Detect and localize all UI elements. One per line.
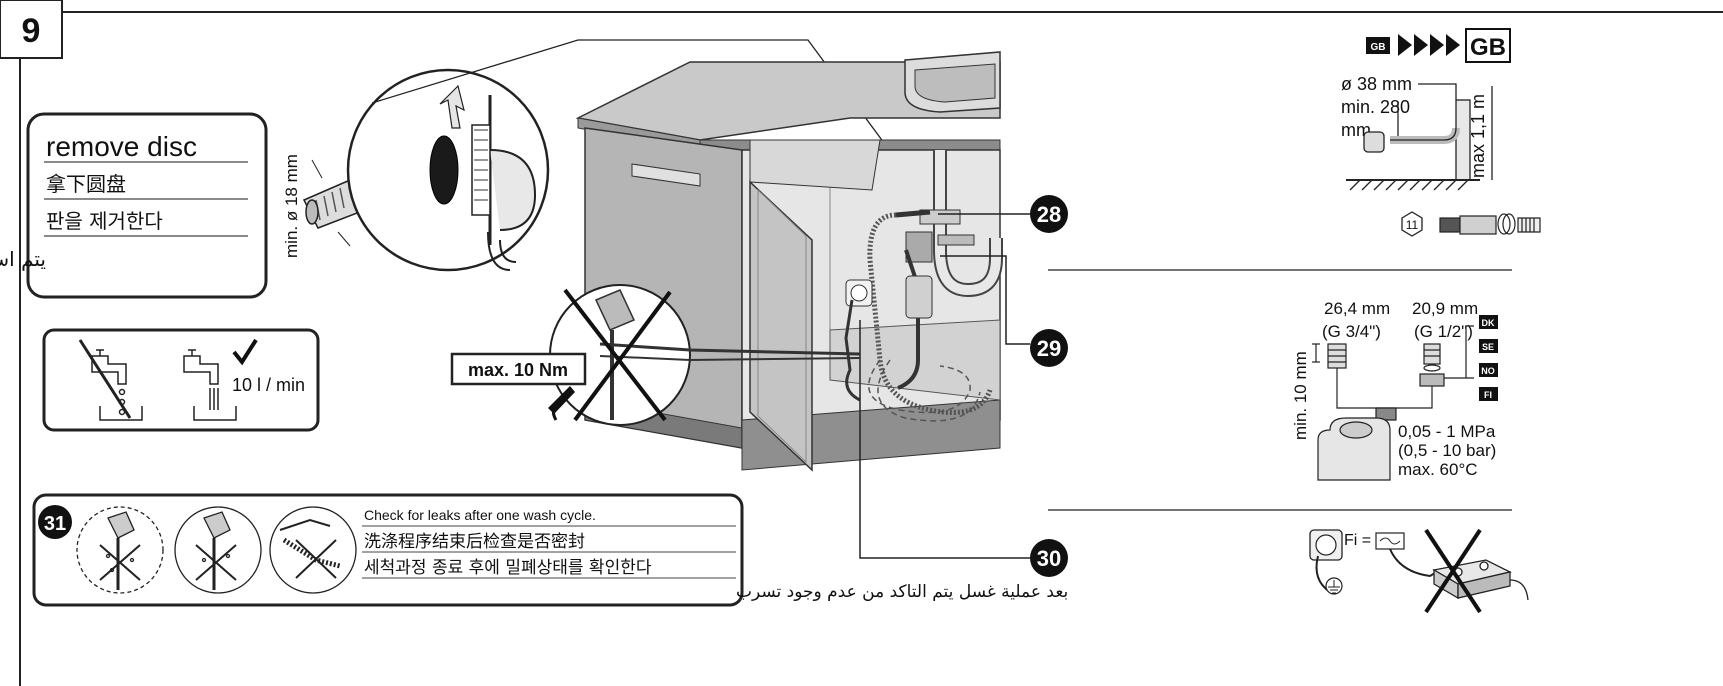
remove-disc-box [26, 112, 268, 299]
remove-disc-zh: 拿下圆盘 [46, 172, 126, 196]
part-number-hexagon [1401, 211, 1423, 237]
size-b: 20,9 mm [1412, 299, 1478, 318]
electrical-section: Fi = [1309, 528, 1529, 614]
flow-rate-label: 10 l / min [232, 375, 305, 395]
leak-check-ko: 세척과정 종료 후에 밀폐상태를 확인한다 [364, 558, 652, 578]
country-dk [1479, 315, 1498, 329]
step-number-box [0, 0, 63, 59]
magnified-detail [346, 68, 550, 272]
hose-diameter-label: min. ø 18 mm [282, 154, 301, 258]
remove-disc-ar: يتم استبعاد القرص [0, 247, 46, 271]
running-faucet-icon [183, 349, 237, 421]
hose-clamp-icon [1439, 213, 1541, 235]
drain-diameter: ø 38 mm [1341, 74, 1412, 94]
size-a: 26,4 mm [1324, 299, 1390, 318]
remove-disc-en: remove disc [46, 131, 197, 162]
svg-text:28: 28 [1037, 202, 1061, 227]
remove-disc-ko: 판을 제거한다 [46, 209, 163, 233]
country-no [1479, 363, 1498, 377]
dripping-faucet-icon [78, 339, 143, 421]
leak-check-icon-1 [76, 506, 164, 594]
checkmark-icon [232, 338, 258, 366]
thread-fittings [1312, 325, 1474, 481]
svg-text:29: 29 [1037, 336, 1061, 361]
svg-text:31: 31 [44, 513, 66, 535]
country-se [1479, 339, 1498, 353]
drain-max-height: max 1,1 m [1468, 94, 1488, 178]
remove-disc-panel: remove disc 拿下圆盘 판을 제거한다 يتم استبعاد الق… [0, 112, 268, 299]
country-fi [1479, 387, 1498, 401]
callout-29: 29 [1030, 329, 1068, 367]
leak-check-icon-3 [269, 506, 357, 594]
leak-check-en: Check for leaks after one wash cycle. [364, 507, 596, 523]
faucet-flow-panel: 10 l / min [42, 328, 320, 432]
leak-check-icon-2 [174, 506, 262, 594]
svg-text:FI: FI [1484, 390, 1492, 400]
part-number: 11 [1406, 218, 1419, 232]
drain-min-height: min. 280 [1341, 97, 1410, 117]
drain-pipe-diagram [1346, 83, 1493, 191]
gb-badge-small [1366, 37, 1390, 54]
min-length: min. 10 mm [1291, 351, 1310, 440]
svg-text:GB: GB [1470, 34, 1506, 61]
pressure-bar: (0,5 - 10 bar) [1398, 441, 1496, 460]
callout-30: 30 [1030, 539, 1068, 577]
torque-box [450, 352, 587, 386]
gb-badge-large [1465, 28, 1511, 63]
extension-lead-icon [1432, 559, 1529, 601]
svg-text:DK: DK [1482, 318, 1495, 328]
callout-28: 28 [1030, 195, 1068, 233]
country-badges: DK SE NO FI [1479, 315, 1498, 401]
callout-31 [38, 505, 72, 539]
torque-warning: max. 10 Nm [450, 284, 861, 426]
leak-check-ar: بعد عملية غسل يتم التاكد من عدم وجود تسر… [736, 582, 1068, 602]
torque-label: max. 10 Nm [468, 360, 568, 380]
step-number: 9 [22, 12, 41, 50]
svg-text:NO: NO [1481, 366, 1495, 376]
leak-check-zh: 洗涤程序结束后检查是否密封 [364, 532, 585, 552]
connection-section: 26,4 mm (G 3/4") 20,9 mm (G 1/2") min. 1… [1291, 299, 1498, 481]
svg-text:GB: GB [1371, 42, 1386, 53]
gb-drain-section: GB GB ø 38 mm min. 280 mm max 1,1 m 11 [1341, 28, 1541, 237]
max-temperature: max. 60°C [1398, 460, 1478, 479]
leak-check-panel: 31 Check for leaks after one wash cycle.… [32, 493, 1068, 607]
fi-label: Fi = [1344, 532, 1371, 549]
thread-b: (G 1/2") [1414, 322, 1473, 341]
svg-text:30: 30 [1037, 546, 1061, 571]
thread-a: (G 3/4") [1322, 322, 1381, 341]
svg-text:SE: SE [1482, 342, 1494, 352]
arrow-chevrons-icon [1398, 34, 1460, 56]
pressure-mpa: 0,05 - 1 MPa [1398, 422, 1496, 441]
